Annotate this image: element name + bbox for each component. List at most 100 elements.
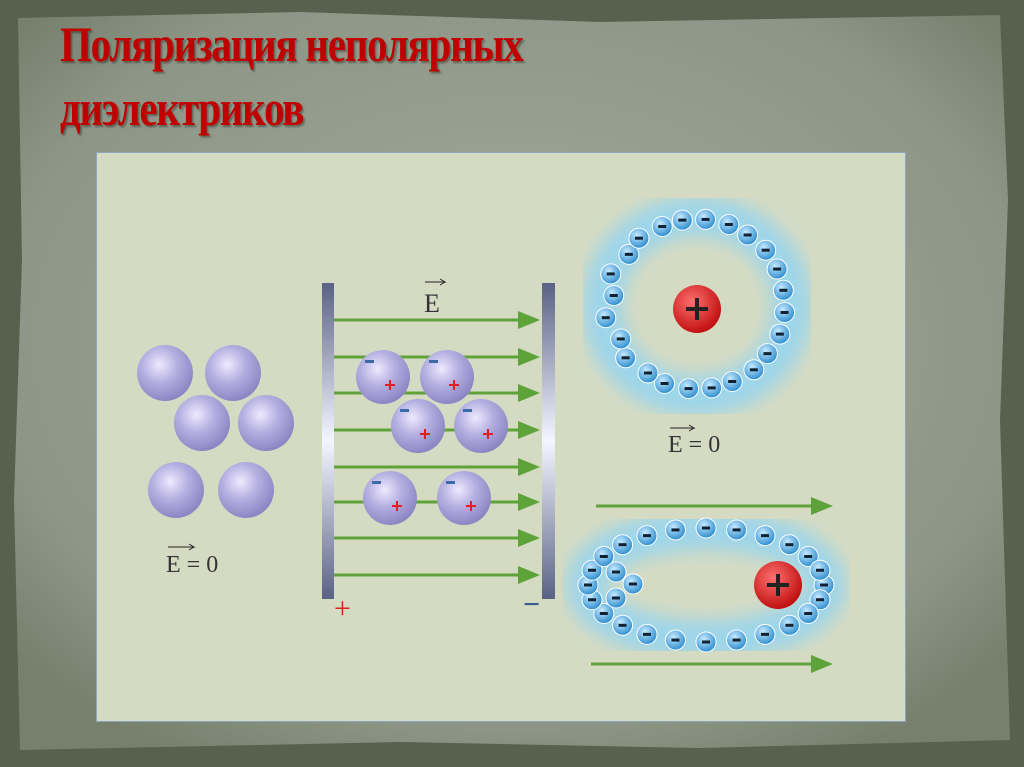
positive-charge-icon (466, 501, 476, 511)
arrow-head-icon (518, 529, 540, 547)
electron-minus-icon (612, 596, 620, 600)
positive-charge-icon (420, 429, 430, 439)
electron-minus-icon (678, 218, 687, 222)
electron-minus-icon (629, 582, 637, 586)
electron-minus-icon (701, 217, 710, 221)
electron-minus-icon (606, 272, 615, 276)
positive-plate (322, 283, 334, 599)
electron-minus-icon (775, 332, 784, 336)
electron-minus-icon (761, 632, 769, 636)
electron-minus-icon (599, 612, 608, 615)
positive-charge-icon (392, 501, 402, 511)
electron-minus-icon (702, 640, 710, 644)
atom (205, 345, 261, 401)
zero-field-label-left: E = 0 (166, 552, 218, 578)
electron-minus-icon (743, 233, 752, 237)
electron-minus-icon (643, 632, 651, 636)
electron-minus-icon (658, 225, 667, 229)
electron-minus-icon (660, 381, 669, 385)
vector-arrow-icon (425, 278, 447, 286)
electron-minus-icon (684, 387, 693, 391)
electron-minus-icon (588, 598, 597, 602)
electron-minus-icon (732, 528, 741, 532)
positive-charge-icon (385, 380, 395, 390)
electron-minus-icon (785, 623, 794, 627)
electron-minus-icon (728, 379, 737, 383)
arrow-head-icon (518, 348, 540, 366)
title-line-2: диэлектриков (60, 80, 304, 136)
electron-minus-icon (785, 543, 794, 547)
electron-minus-icon (618, 623, 627, 627)
polarized-atoms (356, 350, 508, 525)
polarized-atom (391, 399, 445, 453)
arrow-head-icon (518, 421, 540, 439)
negative-plate-sign: − (523, 588, 540, 621)
arrow-head-icon (518, 458, 540, 476)
electron-minus-icon (588, 568, 597, 572)
electron-minus-icon (702, 526, 710, 530)
electron-minus-icon (732, 638, 741, 642)
electron-minus-icon (609, 294, 618, 298)
arrow-head-icon (518, 493, 540, 511)
slide-title: Поляризация неполярных диэлектриков (60, 12, 798, 140)
polarized-atom (363, 471, 417, 525)
electron-minus-icon (779, 288, 788, 292)
positive-charge-icon (449, 380, 459, 390)
electron-minus-icon (749, 368, 758, 372)
arrow-head-icon (811, 655, 833, 673)
positive-plate-sign: + (334, 592, 351, 625)
electron-minus-icon (612, 570, 620, 574)
atom (174, 395, 230, 451)
vector-arrow-icon (168, 543, 196, 551)
electron-minus-icon (643, 371, 652, 375)
negative-charge-icon (463, 409, 472, 412)
electron-minus-icon (671, 638, 680, 642)
field-symbol: E (424, 289, 440, 318)
negative-plate (542, 283, 555, 599)
negative-charge-icon (372, 481, 381, 484)
electron-minus-icon (616, 337, 625, 341)
negative-charge-icon (446, 481, 455, 484)
electron-minus-icon (820, 583, 828, 587)
nucleus-plus-icon (767, 574, 789, 596)
electron-minus-icon (618, 543, 627, 547)
electron-minus-icon (624, 252, 633, 256)
electron-minus-icon (671, 528, 680, 532)
atom (218, 462, 274, 518)
electron-minus-icon (599, 555, 608, 558)
electron-minus-icon (780, 310, 789, 314)
atom-no-field (582, 196, 812, 416)
polarized-atom (420, 350, 474, 404)
polarization-diagram: E = 0 + − E E = 0 (96, 152, 906, 722)
atom-in-field (566, 510, 846, 660)
electron-minus-icon (773, 267, 782, 271)
nucleus-plus-icon (686, 298, 708, 320)
electron-minus-icon (707, 386, 716, 390)
arrow-head-icon (811, 497, 833, 515)
atom (137, 345, 193, 401)
electron-minus-icon (763, 352, 772, 356)
zero-field-label-atom: E = 0 (668, 432, 720, 458)
electron-minus-icon (761, 534, 769, 538)
polarized-atom (437, 471, 491, 525)
vector-arrow-icon (670, 424, 696, 432)
electron-minus-icon (804, 555, 813, 558)
electron-minus-icon (761, 248, 770, 252)
atom (148, 462, 204, 518)
arrow-head-icon (518, 384, 540, 402)
electron-minus-icon (804, 612, 813, 615)
arrow-head-icon (518, 566, 540, 584)
electron-minus-icon (621, 356, 630, 360)
electron-minus-icon (724, 223, 733, 227)
atom (238, 395, 294, 451)
positive-charge-icon (483, 429, 493, 439)
polarized-atom (454, 399, 508, 453)
negative-charge-icon (429, 360, 438, 363)
arrow-head-icon (518, 311, 540, 329)
polarized-atom (356, 350, 410, 404)
negative-charge-icon (365, 360, 374, 363)
electron-minus-icon (584, 583, 592, 587)
electron-minus-icon (815, 598, 824, 602)
electron-minus-icon (634, 236, 643, 240)
unpolarized-atoms (137, 345, 294, 518)
